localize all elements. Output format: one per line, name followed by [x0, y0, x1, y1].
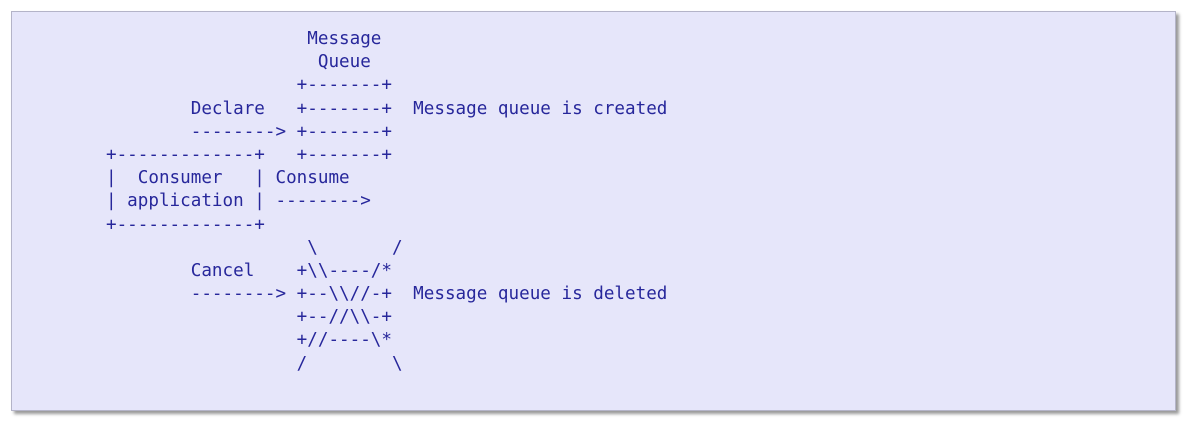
diagram-line-queue-top: +-------+ — [106, 75, 392, 96]
diagram-line-cross-bottom: / \ — [106, 353, 403, 374]
diagram-line-consumer-consume: | Consumer | Consume — [106, 168, 350, 189]
diagram-line-declare: Declare +-------+ Message queue is creat… — [106, 98, 668, 119]
diagram-line-consumer-top: +-------------+ +-------+ — [106, 144, 392, 165]
diagram-line-deleted-queue-1: +--//\\-+ — [106, 307, 392, 328]
diagram-line-cancel: Cancel +\\----/* — [106, 260, 392, 281]
diagram-box: Message Queue +-------+ Declare +-------… — [11, 11, 1176, 411]
diagram-line-cancel-arrow: --------> +--\\//-+ Message queue is del… — [106, 284, 668, 305]
diagram-line-cross-top: \ / — [106, 237, 403, 258]
ascii-diagram: Message Queue +-------+ Declare +-------… — [106, 28, 667, 376]
diagram-line-message-label: Message — [106, 29, 382, 49]
diagram-line-consumer-bottom: +-------------+ — [106, 214, 265, 235]
diagram-line-application-arrow: | application | --------> — [106, 191, 371, 212]
diagram-line-queue-label: Queue — [106, 52, 371, 73]
diagram-line-deleted-queue-2: +//----\* — [106, 330, 392, 351]
diagram-line-declare-arrow: --------> +-------+ — [106, 121, 392, 142]
